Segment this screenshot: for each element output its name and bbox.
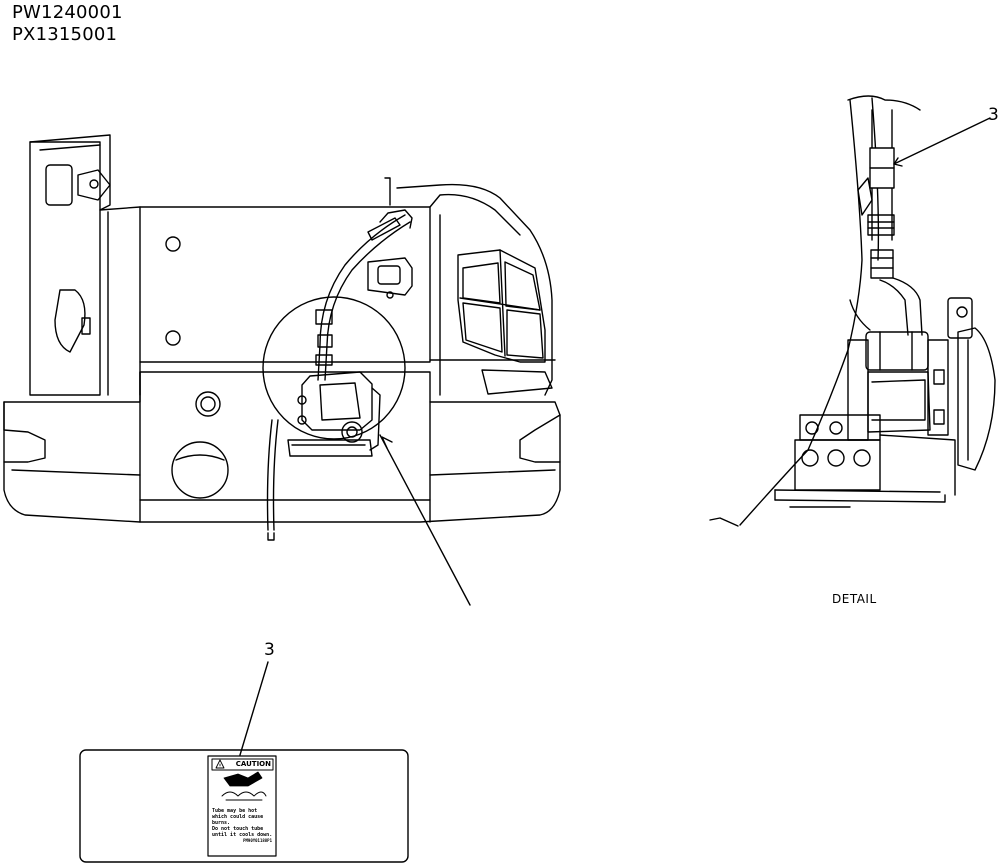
caution-line-3: burns. [212,820,231,826]
caution-line-4: Do not touch tube [212,826,264,832]
caution-decal-text: CAUTION Tube may be hot which could caus… [212,759,274,844]
caution-header: CAUTION [235,760,271,768]
detail-view-label: DETAIL [832,592,877,606]
serial-number-block: PW1240001 PX1315001 [12,2,123,46]
detail-view-drawing [709,95,996,527]
serial-number-2: PX1315001 [12,24,118,45]
callout-item-3-decal: 3 [264,640,275,660]
serial-number-1: PW1240001 [12,2,123,23]
machine-rear-view [3,134,561,606]
caution-line-2: which could cause [212,814,264,820]
decal-part-code: PM90Y01188P1 [243,838,272,843]
caution-line-5: until it cools down. [212,832,273,838]
callout-item-3-detail: 3 [988,105,999,125]
decal-panel-frame [79,749,409,863]
caution-line-1: Tube may be hot [212,808,258,814]
caution-decal [207,755,277,857]
decal-callout [79,661,409,863]
